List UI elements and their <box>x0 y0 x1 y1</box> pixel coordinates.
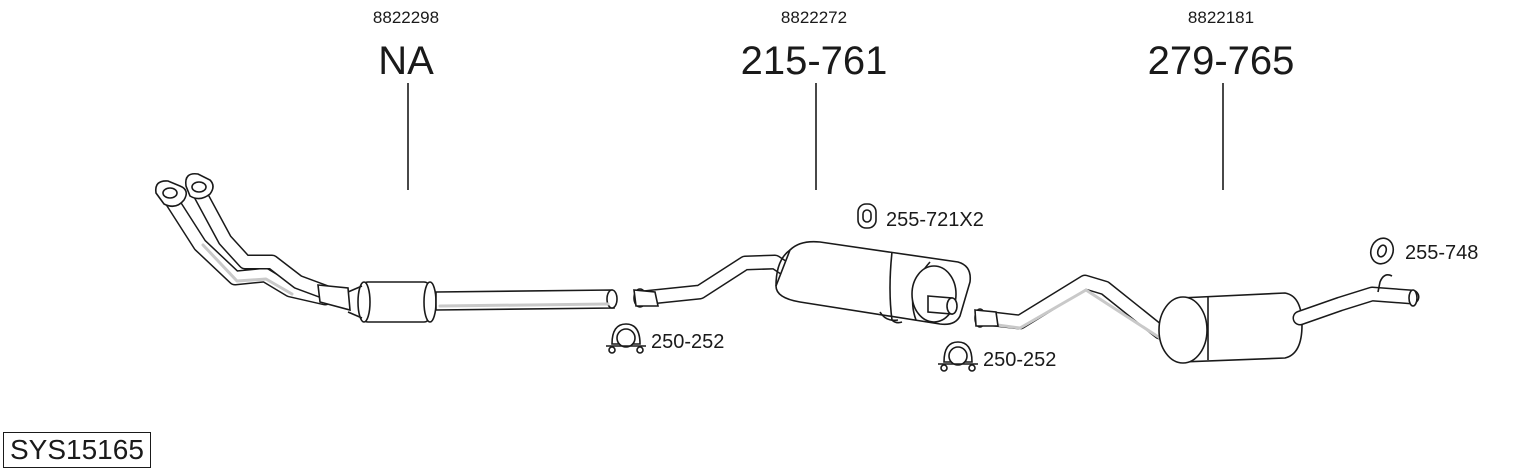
system-code: SYS15165 <box>3 432 151 468</box>
catalyst-body <box>347 281 437 323</box>
middle-silencer-drawing <box>633 240 972 326</box>
part-number[interactable]: 215-761 <box>741 39 888 83</box>
pipe-clamp-icon <box>938 341 978 372</box>
fitting-rubber-hanger[interactable]: 255-721X2 <box>857 203 984 231</box>
part-number[interactable]: NA <box>378 39 434 83</box>
oe-number: 8822272 <box>781 8 847 27</box>
rear-silencer-drawing <box>974 274 1420 364</box>
part-reference-middle-silencer: 8822272 215-761 <box>741 8 888 190</box>
fitting-pipe-clamp-2[interactable]: 250-252 <box>938 341 1056 372</box>
oe-number: 8822181 <box>1188 8 1254 27</box>
front-pipe-drawing <box>154 172 618 323</box>
part-number[interactable]: 279-765 <box>1148 39 1295 83</box>
rubber-ring-icon <box>1369 237 1395 265</box>
fitting-label: 255-721X2 <box>886 209 984 231</box>
rubber-hanger-icon <box>857 203 877 229</box>
fitting-pipe-clamp-1[interactable]: 250-252 <box>606 323 724 354</box>
fitting-rubber-ring[interactable]: 255-748 <box>1367 235 1478 267</box>
part-reference-front-pipe: 8822298 NA <box>373 8 439 190</box>
pipe-clamp-icon <box>606 323 646 354</box>
fitting-label: 250-252 <box>983 349 1056 371</box>
oe-number: 8822298 <box>373 8 439 27</box>
part-reference-rear-silencer: 8822181 279-765 <box>1148 8 1295 190</box>
fitting-label: 255-748 <box>1405 242 1478 264</box>
manifold-flange <box>154 172 214 208</box>
fitting-label: 250-252 <box>651 331 724 353</box>
